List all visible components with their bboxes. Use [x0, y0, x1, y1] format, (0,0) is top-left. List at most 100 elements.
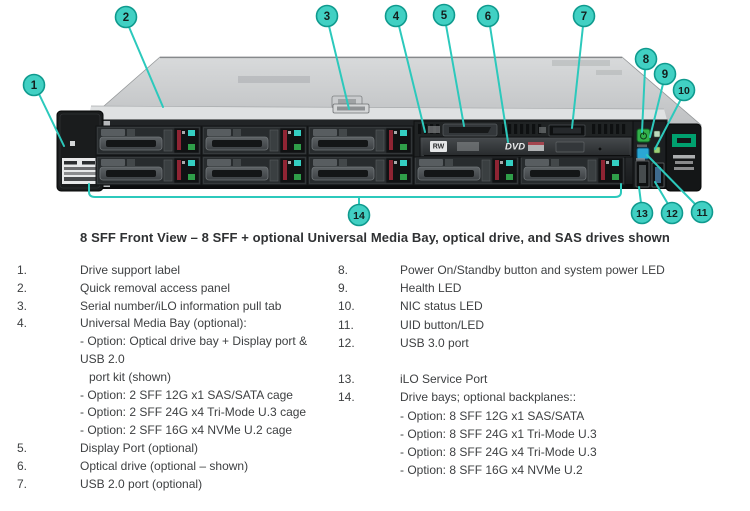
universal-media-bay: RW DVD: [413, 120, 634, 158]
svg-text:9: 9: [662, 69, 668, 81]
legend-item-number: 6.: [17, 458, 28, 473]
svg-text:10: 10: [678, 85, 690, 97]
legend-item-number: 1.: [17, 263, 28, 277]
drive-bay: [201, 125, 308, 156]
callout-7: [572, 4, 596, 28]
legend-row: - Option: Optical drive bay + Display po…: [0, 334, 307, 352]
svg-text:2: 2: [123, 12, 129, 24]
health-led: [653, 130, 661, 138]
drive-led: [506, 160, 513, 166]
drive-led: [188, 160, 195, 166]
svg-text:4: 4: [393, 11, 400, 23]
legend-item-text: USB 2.0: [80, 351, 125, 366]
drive-led: [400, 160, 407, 166]
legend-item-text: Universal Media Bay (optional):: [80, 316, 247, 331]
legend-row: - Option: 2 SFF 16G x4 NVMe U.2 cage: [0, 423, 307, 441]
legend-item-text: Optical drive (optional – shown): [80, 458, 249, 473]
serial-number-pull-tab-text: [337, 106, 365, 111]
legend-item-text: iLO Service Port: [400, 372, 488, 387]
uid-button: [636, 147, 650, 160]
legend-row: 5. Display Port (optional): [0, 441, 307, 459]
drive-led: [188, 130, 195, 136]
legend-item-number: 9.: [338, 281, 349, 296]
legend-item-text: Quick removal access panel: [80, 280, 231, 295]
legend-row: 9. Health LED: [320, 281, 665, 299]
legend-item-number: 2.: [17, 280, 28, 295]
dvd-logo: DVD: [505, 142, 525, 153]
callout-markers: 1 2 3 4 5 6 7 8 9 10 11 12 13 14: [22, 3, 714, 227]
legend-row: 10.NIC status LED: [320, 299, 665, 317]
legend-item-number: 7.: [17, 476, 28, 491]
legend-row: 12.USB 3.0 port: [320, 336, 665, 354]
legend-row: 2. Quick removal access panel: [0, 281, 307, 299]
drive-latch: [375, 159, 385, 182]
legend-column-right: 8.Power On/Standby button and system pow…: [320, 263, 665, 481]
legend-item-text: - Option: Optical drive bay + Display po…: [80, 334, 308, 349]
drive-led: [612, 160, 619, 166]
drive-latch: [269, 129, 279, 152]
drive-bay: [95, 125, 202, 156]
legend-row: [320, 354, 665, 372]
legend-item-text: port kit (shown): [89, 369, 172, 384]
drive-led: [506, 174, 513, 180]
usb2-port: [539, 124, 586, 137]
legend-item-number: 8.: [338, 263, 349, 277]
legend-item-text: - Option: 8 SFF 12G x1 SAS/SATA: [400, 408, 585, 423]
usb-icon: [539, 127, 546, 133]
legend-row: 7.USB 2.0 port (optional): [0, 477, 307, 495]
legend-row: 14.Drive bays; optional backplanes::: [320, 390, 665, 408]
svg-text:12: 12: [666, 208, 678, 220]
product-label-line: [673, 155, 695, 159]
svg-text:7: 7: [581, 11, 587, 23]
legend-item-number: 14.: [338, 390, 355, 405]
svg-text:5: 5: [441, 10, 448, 22]
legend-item-number: 5.: [17, 440, 28, 455]
legend-row: 4.Universal Media Bay (optional):: [0, 316, 307, 334]
media-bay-vents: [418, 124, 626, 134]
legend-item-text: USB 3.0 port: [400, 335, 469, 350]
drive-led: [294, 144, 301, 150]
drive-led: [400, 130, 407, 136]
legend-item-text: Serial number/iLO information pull tab: [80, 298, 282, 313]
legend-row: - Option: 8 SFF 16G x4 NVMe U.2: [320, 463, 665, 481]
drive-latch: [163, 159, 173, 182]
figure-caption: 8 SFF Front View – 8 SFF + optional Univ…: [80, 230, 670, 245]
drive-latch: [481, 159, 491, 182]
svg-text:RW: RW: [433, 144, 445, 151]
callout-9: [653, 62, 677, 86]
drive-led: [294, 174, 301, 180]
drive-led: [612, 174, 619, 180]
callout-12: [660, 201, 684, 225]
legend-item-number: 3.: [17, 298, 28, 313]
drive-bay: [201, 155, 308, 186]
legend-row: 3. Serial number/iLO information pull tab: [0, 299, 307, 317]
legend-item-text: Display Port (optional): [80, 440, 199, 455]
top-panel-print: [238, 76, 310, 83]
svg-text:8: 8: [643, 54, 650, 66]
top-panel-print: [596, 70, 622, 75]
top-panel-print: [552, 60, 610, 66]
drive-bay: [95, 155, 202, 186]
drive-led: [188, 144, 195, 150]
drive-led: [400, 144, 407, 150]
eject-button: [555, 141, 585, 153]
drive-led: [294, 160, 301, 166]
legend-row: - Option: 8 SFF 24G x4 Tri-Mode U.3: [320, 445, 665, 463]
legend-row: - Option: 2 SFF 24G x4 Tri-Mode U.3 cage: [0, 405, 307, 423]
legend-item-text: - Option: 8 SFF 24G x4 Tri-Mode U.3: [400, 444, 597, 459]
callout-10: [672, 78, 696, 102]
drive-latch: [163, 129, 173, 152]
callout-3: [315, 4, 339, 28]
legend-row: 8.Power On/Standby button and system pow…: [320, 263, 665, 281]
legend-item-number: 13.: [338, 372, 355, 387]
drive-bay: [307, 125, 414, 156]
callout-13: [630, 201, 654, 225]
legend-item-text: - Option: 8 SFF 16G x4 NVMe U.2: [400, 463, 583, 478]
legend-row: 6. Optical drive (optional – shown): [0, 459, 307, 477]
callout-2: [114, 5, 138, 29]
svg-text:13: 13: [636, 208, 648, 220]
legend-item-text: Health LED: [400, 281, 462, 296]
legend-row: - Option: 8 SFF 24G x1 Tri-Mode U.3: [320, 427, 665, 445]
